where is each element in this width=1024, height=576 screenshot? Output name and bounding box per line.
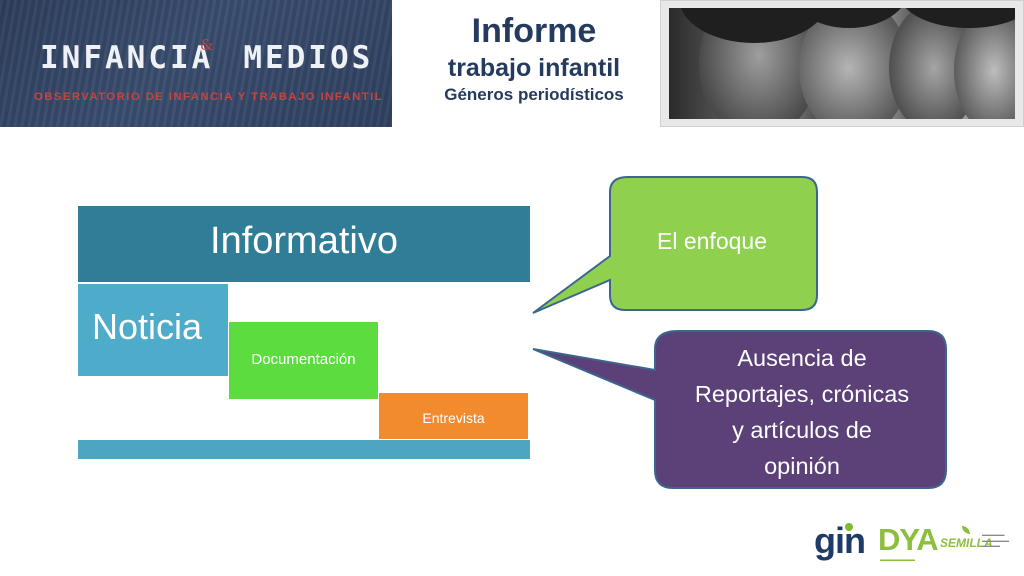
noticia-box: Noticia: [78, 284, 228, 376]
gin-logo-dot: [845, 523, 853, 531]
title-line-1: Informe: [471, 12, 597, 50]
logo-main-text: INFANCIA MEDIOS: [40, 40, 373, 76]
children-photo-image: [669, 8, 1015, 119]
logo-ampersand: &: [200, 36, 214, 54]
entrevista-box: Entrevista: [379, 393, 528, 439]
logo-word-medios: MEDIOS: [243, 40, 374, 76]
entrevista-label: Entrevista: [422, 410, 485, 426]
children-photo: [660, 0, 1024, 127]
ausencia-callout-text: Ausencia de Reportajes, crónicas y artíc…: [660, 340, 944, 484]
ausencia-line: opinión: [764, 453, 840, 479]
semilla-logo-fineprint: ▬▬▬▬▬▬▬▬▬▬▬▬▬▬▬: [982, 532, 1009, 548]
noticia-label: Noticia: [92, 306, 203, 347]
logo-subtitle: OBSERVATORIO DE INFANCIA Y TRABAJO INFAN…: [34, 91, 384, 103]
title-line-3: Géneros periodísticos: [444, 85, 624, 104]
gin-logo: gin: [814, 520, 866, 562]
documentacion-box: Documentación: [229, 322, 378, 399]
logo-word-infancia: INFANCIA: [40, 40, 214, 76]
informativo-label: Informativo: [210, 220, 398, 262]
enfoque-callout-shape: [532, 176, 818, 314]
ausencia-line: Reportajes, crónicas: [694, 381, 910, 407]
enfoque-callout-text: El enfoque: [657, 228, 767, 254]
infancia-medios-logo: INFANCIA MEDIOS & OBSERVATORIO DE INFANCI…: [0, 0, 392, 127]
dya-logo-subline: ▬▬▬▬▬▬▬: [880, 557, 915, 563]
title-line-2: trabajo infantil: [447, 54, 621, 82]
semilla-leaf-icon: [962, 526, 970, 534]
informativo-bar: Informativo: [78, 206, 530, 282]
gin-logo-text: gin: [814, 520, 866, 561]
bottom-bar: [78, 440, 530, 459]
ausencia-line: Ausencia de: [737, 345, 867, 371]
ausencia-callout-shape: [532, 330, 947, 489]
ausencia-line: y artículos de: [732, 417, 872, 443]
page-title: Informe trabajo infantil Géneros periodí…: [400, 10, 668, 106]
semilla-logo: SEMILLA: [940, 536, 993, 550]
dya-logo: DYA: [878, 522, 939, 557]
documentacion-label: Documentación: [251, 351, 356, 368]
